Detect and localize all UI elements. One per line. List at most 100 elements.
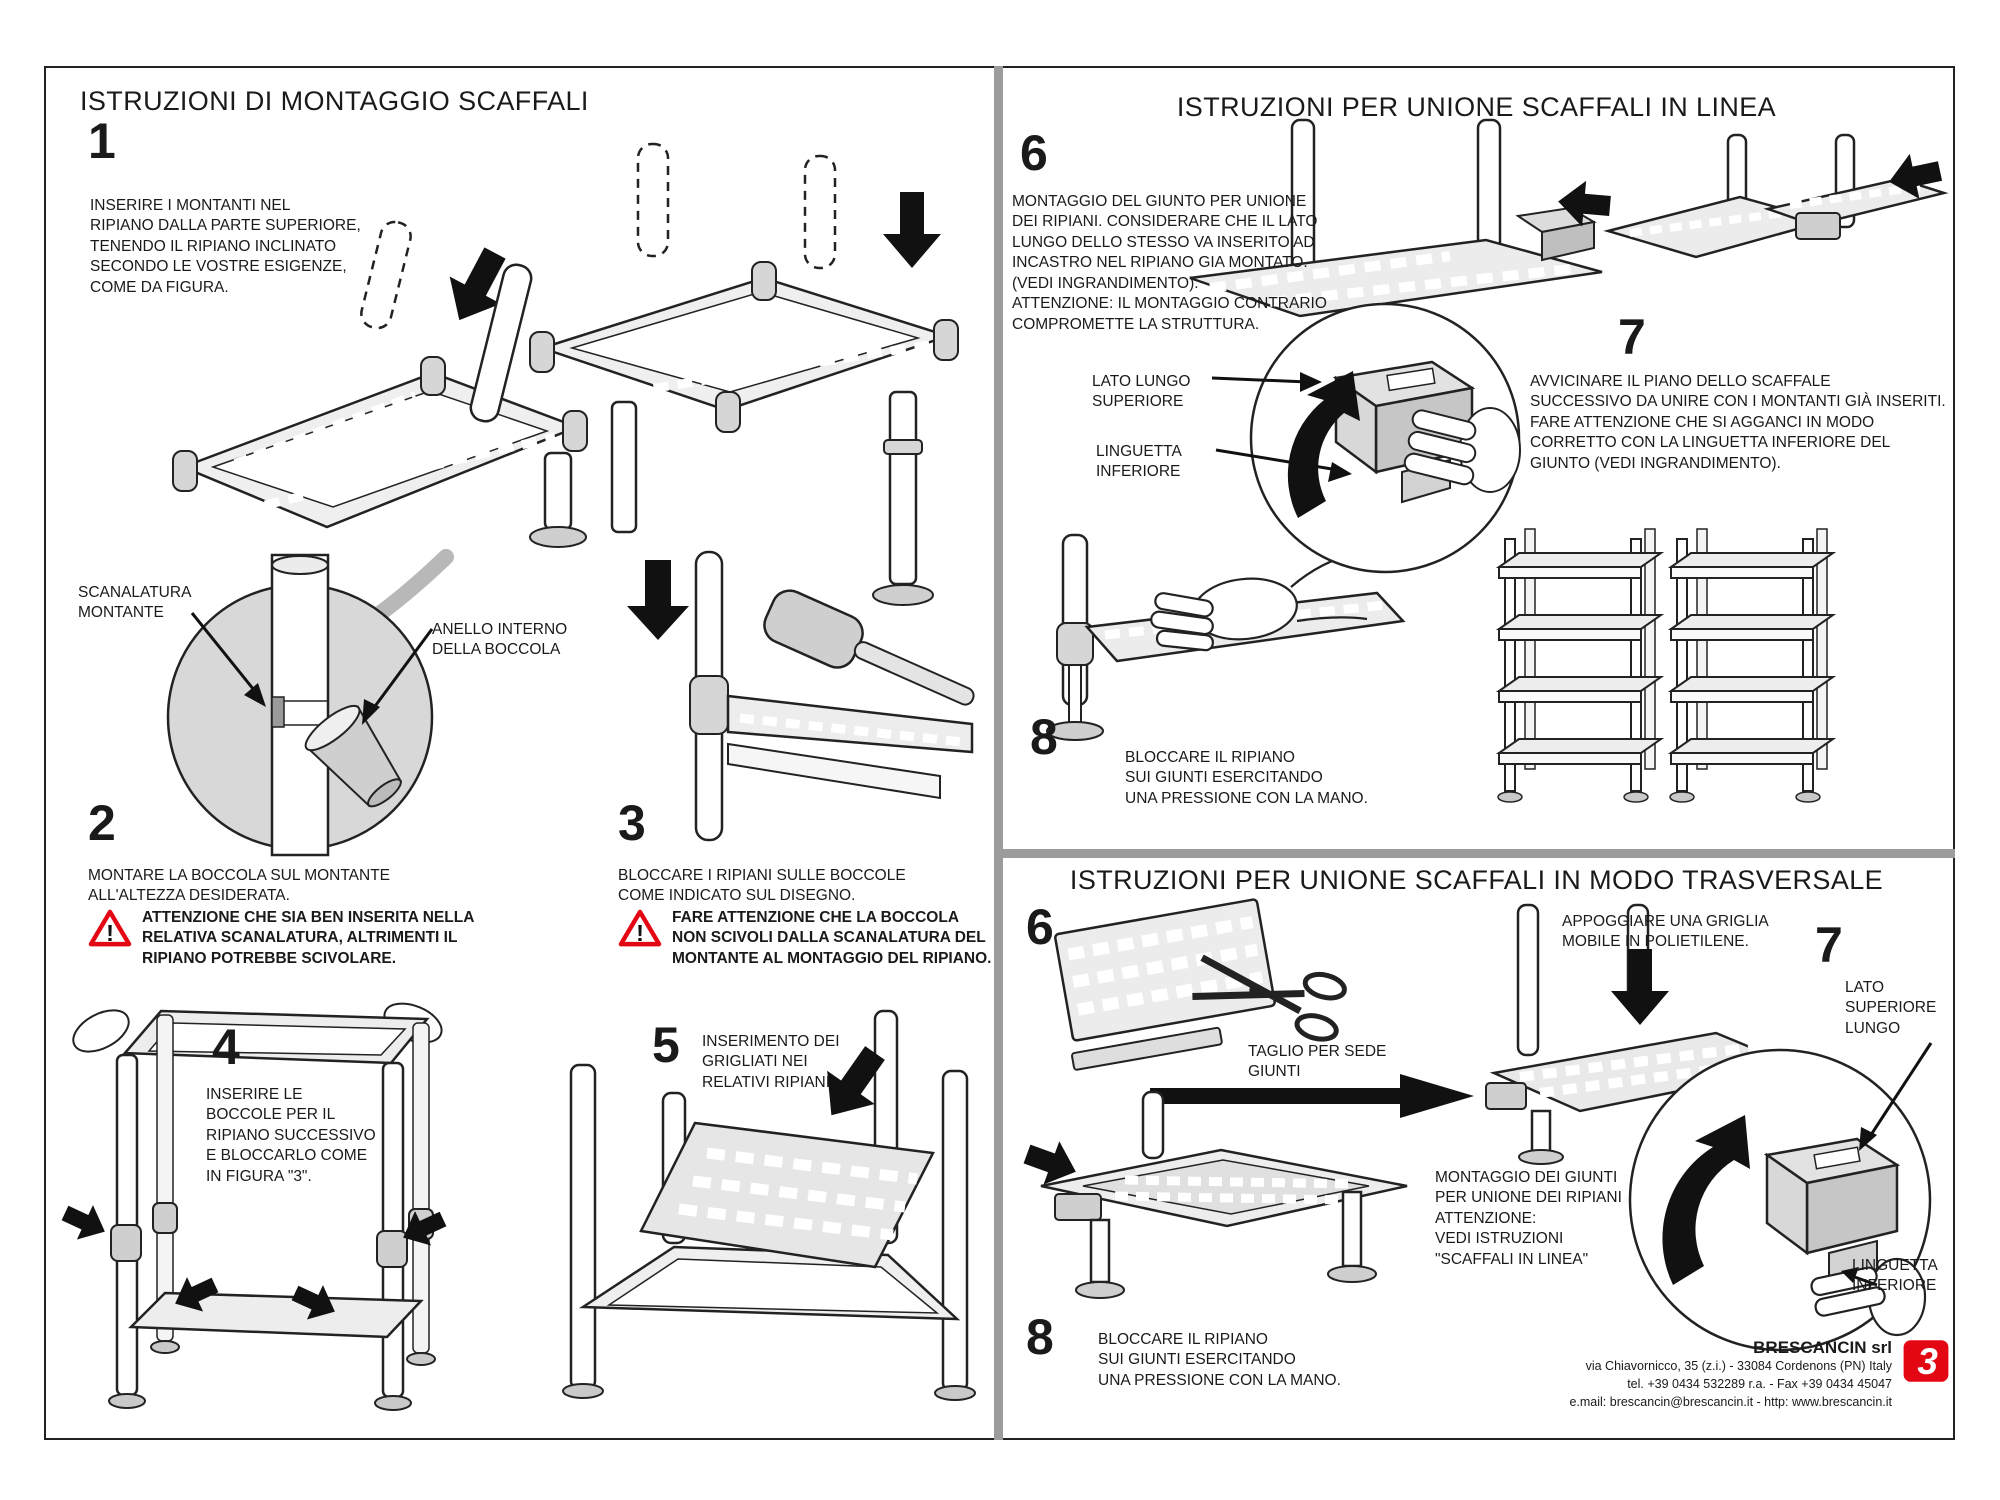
step3-text: BLOCCARE I RIPIANI SULLE BOCCOLE COME IN… <box>618 867 906 905</box>
joint-clip <box>1485 1082 1527 1110</box>
right-bottom-section-title: ISTRUZIONI PER UNIONE SCAFFALI IN MODO T… <box>1069 865 1884 895</box>
svg-text:!: ! <box>636 920 644 946</box>
step8b-text: BLOCCARE IL RIPIANO SUI GIUNTI ESERCITAN… <box>1098 1331 1341 1389</box>
joint-clip <box>1054 1193 1102 1221</box>
foot <box>1327 1265 1377 1283</box>
step8b-number: 8 <box>1026 1309 1054 1365</box>
foot <box>1046 721 1104 741</box>
step7-text: AVVICINARE IL PIANO DELLO SCAFFALE SUCCE… <box>1530 373 1946 472</box>
down-arrow-icon <box>1611 949 1669 1025</box>
step3-warning: ! FARE ATTENZIONE CHE LA BOCCOLA NON SCI… <box>618 908 991 969</box>
hand-press-illustration <box>1046 533 1406 741</box>
step1-number: 1 <box>88 113 116 169</box>
dashed-post <box>360 220 412 330</box>
joint-clip <box>1795 212 1841 240</box>
detail-magnifier-illustration <box>166 549 454 857</box>
step5-number: 5 <box>652 1017 680 1073</box>
scissors-cut-illustration <box>1054 898 1347 1071</box>
pointer-arrow <box>1889 153 1943 199</box>
grid-placement-illustration <box>1485 903 1810 1165</box>
pointer-arrow <box>1023 1141 1076 1185</box>
step3-hammer-illustration <box>627 550 975 842</box>
feet <box>108 1340 436 1411</box>
svg-text:3: 3 <box>1917 1341 1938 1382</box>
step7b-number: 7 <box>1815 917 1843 973</box>
hand <box>1150 551 1368 652</box>
joined-corner-illustration <box>1603 133 1949 259</box>
left-section-title: ISTRUZIONI DI MONTAGGIO SCAFFALI <box>80 86 589 116</box>
step3-number: 3 <box>618 795 646 851</box>
dashed-post <box>636 142 670 258</box>
joint-detail-magnifier-illustration <box>1628 1042 1933 1352</box>
scissors-icon <box>1192 954 1347 1042</box>
foot <box>872 584 934 606</box>
svg-text:!: ! <box>106 920 114 946</box>
groove <box>271 696 285 728</box>
cut-strip <box>1071 1026 1223 1071</box>
bushing-cone <box>304 704 403 808</box>
feet <box>562 1383 976 1401</box>
warning-icon: ! <box>88 909 132 947</box>
step2-warning-text: ATTENZIONE CHE SIA BEN INSERITA NELLA RE… <box>142 909 475 967</box>
footer: 3 BRESCANCIN srl via Chiavornicco, 35 (z… <box>1430 1338 1950 1411</box>
dashed-post <box>803 154 837 270</box>
step3-warning-text: FARE ATTENZIONE CHE LA BOCCOLA NON SCIVO… <box>672 909 992 967</box>
grid-panel <box>1054 898 1276 1071</box>
horizontal-divider <box>1003 849 1955 858</box>
right-arrow-icon <box>1150 1074 1474 1118</box>
step4-shelf-illustration <box>61 1002 447 1411</box>
footer-company: BRESCANCIN srl <box>1753 1338 1892 1357</box>
shelf-unit <box>1667 528 1837 803</box>
step2-warning: ! ATTENZIONE CHE SIA BEN INSERITA NELLA … <box>88 908 474 969</box>
step7-number: 7 <box>1618 309 1646 365</box>
warning-icon: ! <box>618 909 662 947</box>
vertical-divider <box>994 66 1003 1440</box>
step6-text: MONTAGGIO DEL GIUNTO PER UNIONE DEI RIPI… <box>1012 193 1327 333</box>
rotate-arrow-icon <box>1287 371 1360 518</box>
bushing-sleeve <box>689 675 729 735</box>
step5-grid-illustration <box>562 1009 976 1401</box>
footer-email: e.mail: brescancin@brescancin.it - http:… <box>1569 1394 1892 1409</box>
step8-number: 8 <box>1030 709 1058 765</box>
foot <box>1075 1281 1125 1299</box>
pointer-arrows <box>61 1205 447 1320</box>
step2-number: 2 <box>88 795 116 851</box>
label-taglio: TAGLIO PER SEDE GIUNTI <box>1248 1043 1387 1081</box>
step1-tilted-frame-illustration <box>172 220 588 548</box>
down-arrow-icon <box>827 1046 885 1116</box>
right-top-section-title: ISTRUZIONI PER UNIONE SCAFFALI IN LINEA <box>1176 92 1777 122</box>
label-lato-superiore: LATO SUPERIORE LUNGO <box>1845 979 1937 1037</box>
grid-panel <box>639 1121 935 1269</box>
clip-shelf-illustration <box>1023 1090 1408 1299</box>
down-arrow-icon <box>449 247 506 321</box>
label-lato-lungo: LATO LUNGO SUPERIORE <box>1092 373 1191 411</box>
shelf-unit <box>1495 528 1665 803</box>
step1-frame-illustration <box>529 142 959 606</box>
down-arrow-icon <box>883 192 941 268</box>
joined-units-illustration <box>1495 528 1837 803</box>
foot <box>529 526 587 548</box>
step1-text: INSERIRE I MONTANTI NEL RIPIANO DALLA PA… <box>90 197 361 296</box>
post <box>1141 1090 1165 1160</box>
text-montaggio-giunti: MONTAGGIO DEI GIUNTI PER UNIONE DEI RIPI… <box>1435 1169 1622 1268</box>
brescancin-logo: 3 <box>1903 1340 1949 1382</box>
post <box>469 263 533 423</box>
down-arrow-icon <box>627 560 689 640</box>
label-anello: ANELLO INTERNO DELLA BOCCOLA <box>432 621 568 659</box>
mallet <box>763 589 975 706</box>
joint-magnifier-illustration <box>1189 118 1611 574</box>
hand <box>1403 407 1521 493</box>
foot <box>1518 1149 1564 1165</box>
footer-phone: tel. +39 0434 532289 r.a. - Fax +39 0434… <box>1627 1376 1892 1391</box>
step5-text: INSERIMENTO DEI GRIGLIATI NEI RELATIVI R… <box>702 1033 840 1091</box>
label-linguetta-inferiore: LINGUETTA INFERIORE <box>1852 1257 1938 1295</box>
label-scanalatura: SCANALATURA MONTANTE <box>78 584 192 622</box>
label-linguetta: LINGUETTA INFERIORE <box>1096 443 1182 481</box>
step2-text: MONTARE LA BOCCOLA SUL MONTANTE ALL'ALTE… <box>88 867 391 905</box>
label-appoggiare: APPOGGIARE UNA GRIGLIA MOBILE IN POLIETI… <box>1562 913 1769 951</box>
step8-text: BLOCCARE IL RIPIANO SUI GIUNTI ESERCITAN… <box>1125 749 1368 807</box>
step4-number: 4 <box>212 1019 240 1075</box>
step4-text: INSERIRE LE BOCCOLE PER IL RIPIANO SUCCE… <box>206 1086 376 1185</box>
pointer-arrow <box>1558 180 1611 227</box>
